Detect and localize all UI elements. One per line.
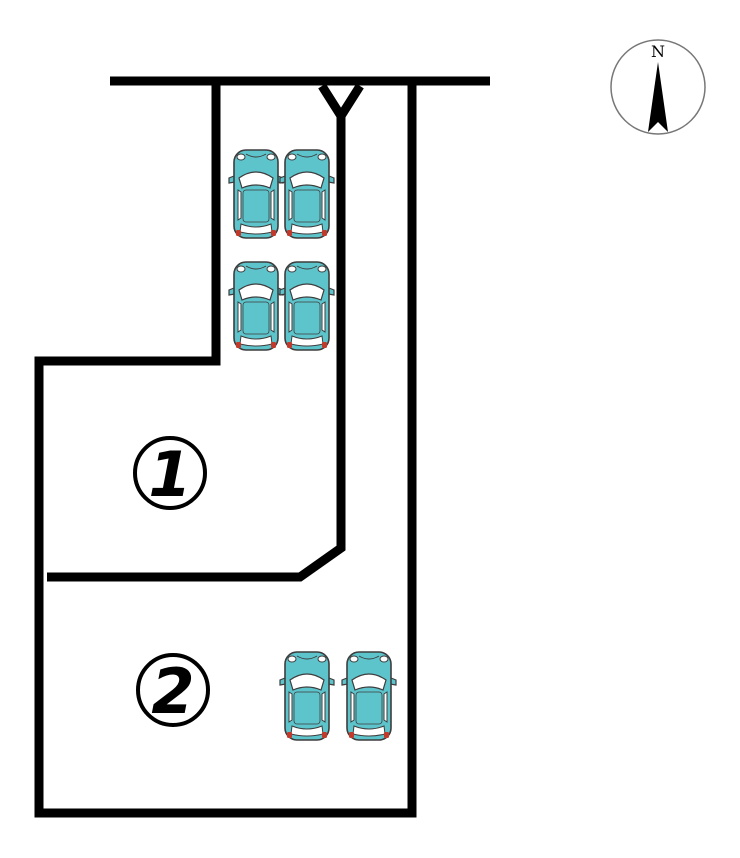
car-icon bbox=[228, 149, 284, 239]
car-icon bbox=[341, 651, 397, 741]
lot-1-number: 1 bbox=[148, 438, 191, 511]
car-icon bbox=[279, 261, 335, 351]
site-boundary bbox=[34, 81, 417, 818]
north-compass: N bbox=[610, 39, 706, 135]
parking-lot-1 bbox=[228, 149, 335, 351]
car-icon bbox=[279, 149, 335, 239]
lot-divider bbox=[47, 116, 346, 582]
lot-2-label: 2 bbox=[136, 653, 210, 728]
car-icon bbox=[279, 651, 335, 741]
north-arrow-icon bbox=[648, 62, 668, 132]
compass-north-label: N bbox=[651, 42, 665, 61]
lot-2-number: 2 bbox=[151, 655, 194, 728]
access-path-boundary bbox=[318, 83, 364, 125]
parking-lot-2 bbox=[279, 651, 397, 741]
car-icon bbox=[228, 261, 284, 351]
lot-1-label: 1 bbox=[133, 436, 207, 511]
